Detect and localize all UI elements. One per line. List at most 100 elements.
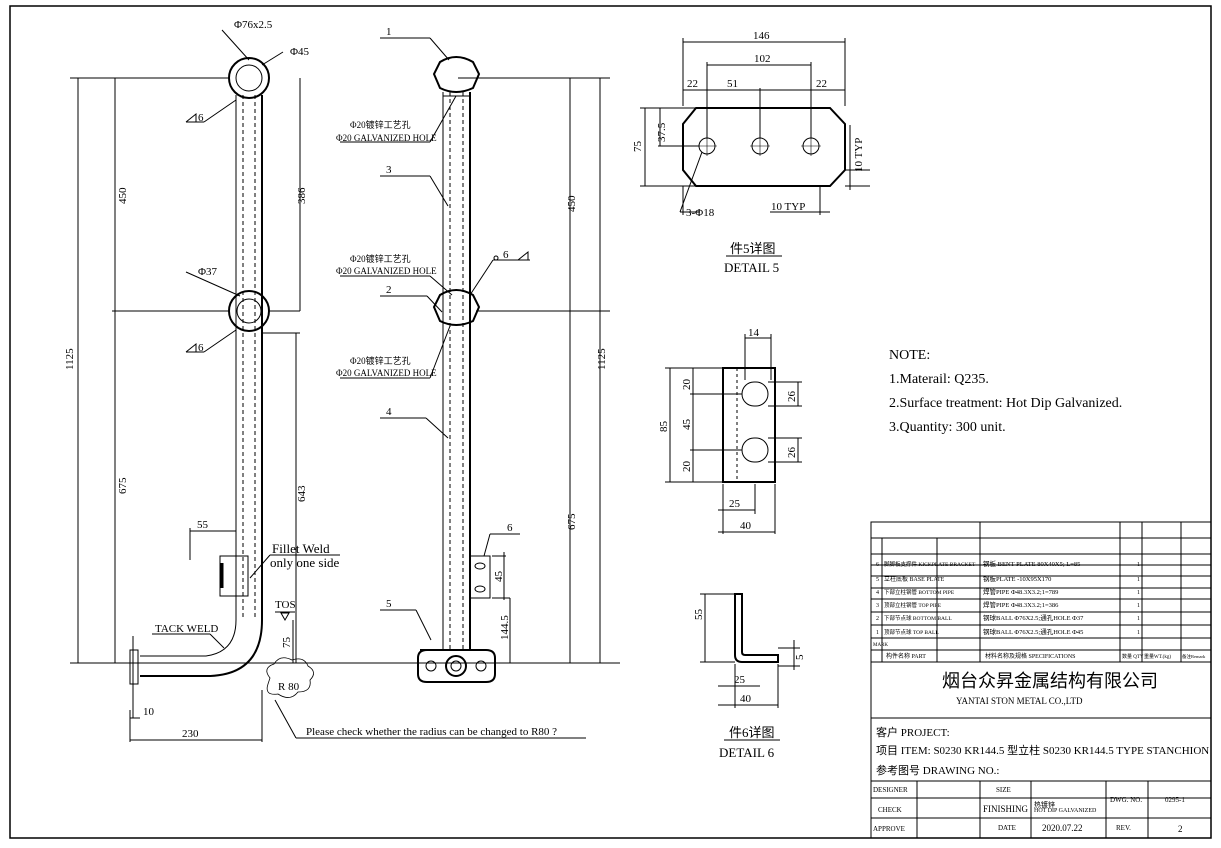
bom-row: 2 下部节点球 BOTTOM BALL 钢球BALL Φ76X2.5;通孔HOL… [876,613,1140,622]
side-dim-450: 450 [566,195,578,212]
bom-row: 3 顶部立柱钢管 TOP PIPE 焊管PIPE Φ48.3X3.2;1=386… [876,600,1140,609]
dwg-label: DWG. NO. [1110,796,1143,804]
d5-75: 75 [632,141,644,153]
label-one-side: only one side [270,555,340,570]
dim-1125-left: 1125 [64,348,76,370]
hole-label-cn-2: Φ20镀锌工艺孔 [350,253,411,264]
bom-qty: 1 [1137,630,1140,636]
radius-question: Please check whether the radius can be c… [306,726,557,738]
bom-part: 脚脚板支撑件 KICKPLATE BRACKET [884,560,976,568]
bom-header: MARK 构件名称 PART 材料名称及规格 SPECIFICATIONS 数量… [873,643,1206,660]
dim-386: 386 [296,187,308,204]
title-block-grid [870,521,1212,839]
d5-10typ-bottom: 10 TYP [771,201,805,213]
hole-label-cn-1: Φ20镀锌工艺孔 [350,119,411,130]
part-4: 4 [386,406,392,418]
project-label: 客户 PROJECT: [876,727,950,739]
dim-450-left: 450 [117,187,129,204]
bom-mark: 2 [876,616,879,622]
size-label: SIZE [996,786,1011,794]
rev-value: 2 [1178,824,1183,834]
d6-40b: 40 [740,693,752,705]
bom-header-part: 构件名称 PART [886,652,926,660]
date-label: DATE [998,824,1016,832]
notes-block: NOTE: 1.Materail: Q235. 2.Surface treatm… [889,344,1122,440]
bom-header-qty: 数量 QTY [1122,653,1144,660]
bom-spec: 钢板 BENT PLATE 80X40X5; L=85 [983,559,1080,568]
label-tack-weld: TACK WELD [155,623,218,635]
bom-part: 下部节点球 BOTTOM BALL [884,614,952,622]
dim-643: 643 [296,485,308,502]
d5-22a: 22 [687,78,698,90]
company-name-en: YANTAI STON METAL CO.,LTD [956,696,1083,706]
bom-spec: 钢板PLATE -10X95X170 [983,574,1051,583]
dim-75: 75 [281,637,293,649]
front-view [70,29,620,742]
dwg-value: 0295-1 [1165,796,1185,804]
note-line: 1.Materail: Q235. [889,372,989,387]
bom-qty: 1 [1137,577,1140,583]
bom-mark: 5 [876,577,879,583]
bom-mark: 6 [876,562,879,568]
dim-230: 230 [182,728,199,740]
label-r80: R 80 [278,681,300,693]
d6-title-cn: 件6详图 [729,725,775,740]
note-line: 3.Quantity: 300 unit. [889,420,1006,435]
dim-675-left: 675 [117,477,129,494]
bom-mark: 1 [876,630,879,636]
note-line: 2.Surface treatment: Hot Dip Galvanized. [889,396,1123,411]
bom-spec: 钢球BALL Φ76X2.5;通孔HOLE Φ37 [983,613,1084,622]
bom-spec: 钢球BALL Φ76X2.5;通孔HOLE Φ45 [983,627,1083,636]
part-5: 5 [386,598,392,610]
drawing-no-label: 参考图号 DRAWING NO.: [876,765,1000,777]
notes-title: NOTE: [889,348,931,363]
side-weld-6: 6 [503,249,509,261]
drawing-border [9,5,1212,839]
bom-part: 顶部节点球 TOP BALL [884,628,939,636]
bom-row: 6 脚脚板支撑件 KICKPLATE BRACKET 钢板 BENT PLATE… [876,559,1140,568]
item-label: 项目 ITEM: S0230 KR144.5 型立柱 S0230 KR144.5… [876,745,1210,757]
side-dim-675: 675 [566,513,578,530]
bom-header-remark: 备注Remark [1182,653,1206,660]
bom-spec: 焊管PIPE Φ48.3X3.2;1=386 [983,600,1059,609]
bom-header-mark: MARK [873,643,888,648]
company-name-cn: 烟台众昇金属结构有限公司 [942,671,1158,691]
approve-label: APPROVE [873,825,905,833]
part-3: 3 [386,164,392,176]
d6-45: 45 [681,419,693,431]
date-value: 2020.07.22 [1042,823,1083,833]
rev-label: REV. [1116,824,1131,832]
label-tos: TOS [275,599,296,611]
label-weld-mid: 6 [198,342,204,354]
designer-label: DESIGNER [873,786,908,794]
bom-qty: 1 [1137,616,1140,622]
detail-5 [640,38,870,257]
part-1: 1 [386,26,392,38]
finishing-label: FINISHING [983,804,1028,814]
side-view-labels: 1 2 3 4 5 6 Φ20镀锌工艺孔 Φ20 GALVANIZED HOLE… [336,26,608,640]
bom-row: 1 顶部节点球 TOP BALL 钢球BALL Φ76X2.5;通孔HOLE Φ… [876,627,1140,636]
d6-25: 25 [729,498,741,510]
label-weld-top: 6 [198,112,204,124]
side-dim-45: 45 [493,571,505,583]
dim-10: 10 [143,706,155,718]
d6-26b: 26 [786,447,798,459]
check-label: CHECK [878,806,902,814]
label-fillet-weld: Fillet Weld [272,541,330,556]
label-top-pipe: Φ76x2.5 [234,19,273,31]
bom-part: 顶部立柱钢管 TOP PIPE [884,601,942,609]
d5-37-5: 37.5 [656,122,668,142]
d6-5: 5 [794,654,806,660]
hole-label-cn-3: Φ20镀锌工艺孔 [350,355,411,366]
bom-mark: 4 [876,590,879,596]
hole-label-en-3: Φ20 GALVANIZED HOLE [336,368,437,378]
bom-part: 下部立柱钢管 BOTTOM PIPE [884,588,955,596]
d5-51: 51 [727,78,738,90]
d6-85: 85 [658,421,670,433]
finishing-en: HOT DIP GALVANIZED [1034,808,1097,814]
label-mid-ball: Φ37 [198,266,218,278]
d5-title-cn: 件5详图 [730,241,776,256]
bom-row: 4 下部立柱钢管 BOTTOM PIPE 焊管PIPE Φ48.3X3.2;1=… [876,587,1140,596]
d5-22b: 22 [816,78,827,90]
